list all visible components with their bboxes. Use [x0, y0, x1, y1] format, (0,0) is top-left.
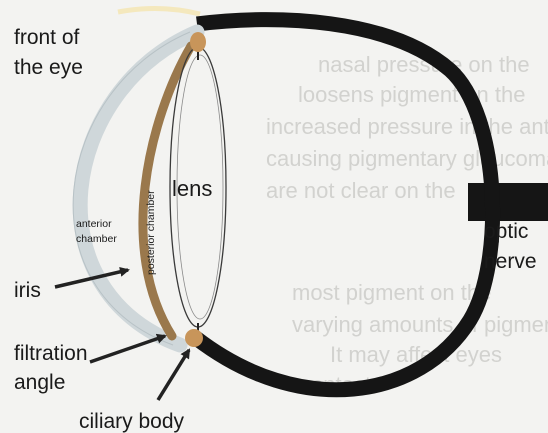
ciliary-body-arrow [158, 350, 189, 400]
bleed-line: are not clear on the [266, 178, 456, 203]
label-posterior-chamber: posterior chamber [145, 190, 157, 275]
label-filtration-angle-2: angle [14, 371, 65, 394]
label-iris: iris [14, 279, 41, 302]
label-filtration-angle-1: filtration [14, 342, 88, 365]
ciliary-body-top [190, 32, 206, 52]
filtration-angle-arrow [90, 336, 165, 362]
bleed-line: increased pressure in the anterior cham [266, 114, 548, 139]
label-lens: lens [172, 176, 212, 201]
bleed-line: varying amounts of pigment in [292, 312, 548, 337]
ciliary-body-bottom [185, 329, 203, 347]
optic-nerve [468, 183, 548, 221]
label-anterior-chamber-2: chamber [76, 233, 117, 245]
label-ciliary-body: ciliary body [79, 410, 185, 433]
bleed-line: most pigment on the [292, 280, 491, 305]
label-optic-nerve-2: nerve [484, 250, 537, 273]
label-optic-nerve-1: optic [484, 220, 528, 243]
label-anterior-chamber-1: anterior [76, 218, 112, 230]
bleed-line: loosens pigment on the [298, 82, 526, 107]
label-front-of-eye-1: front of [14, 26, 80, 49]
top-light-streak [118, 8, 200, 14]
label-front-of-eye-2: the eye [14, 56, 83, 79]
